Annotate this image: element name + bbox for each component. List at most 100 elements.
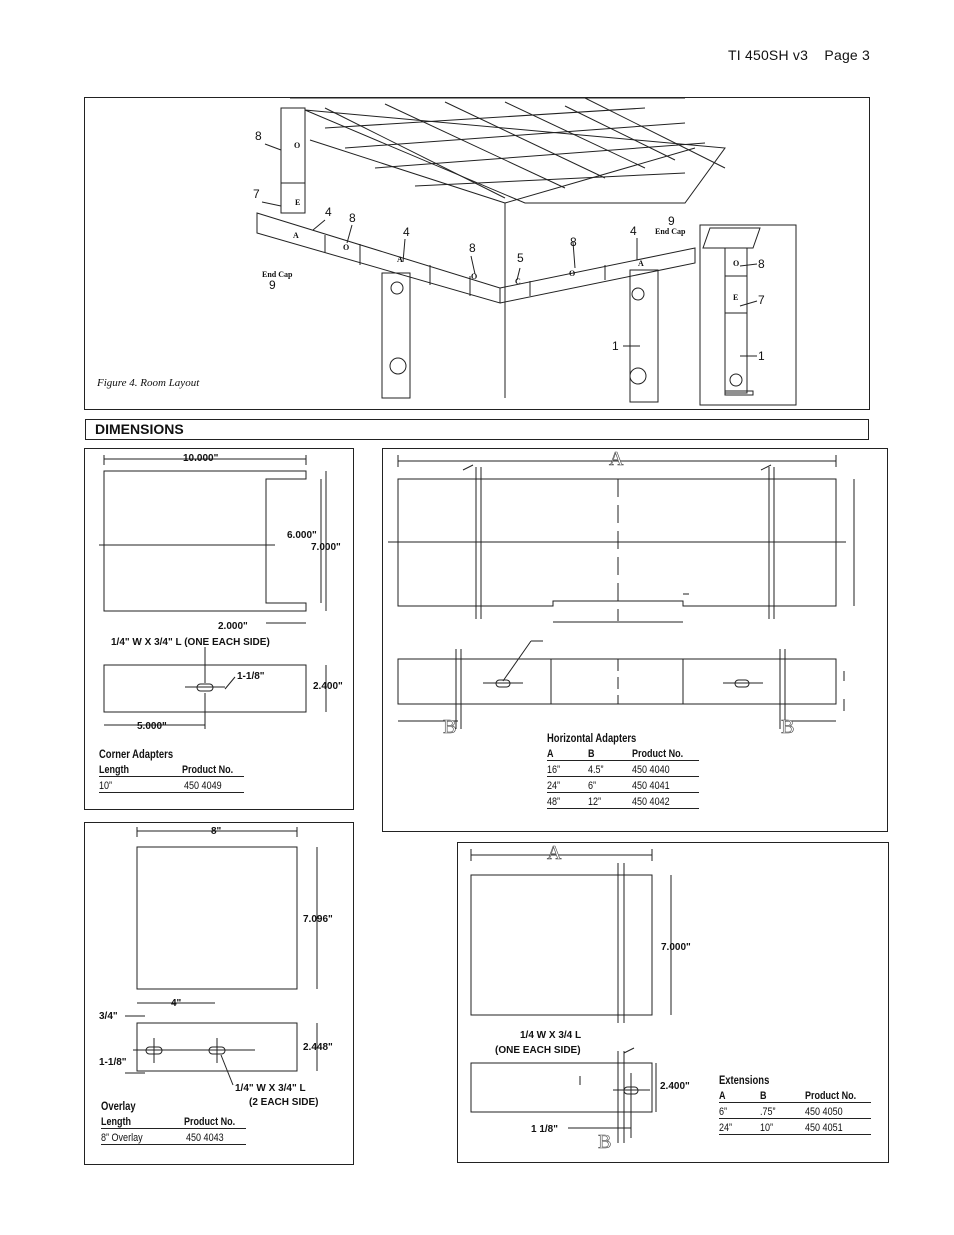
table-header: A B Product No. [547,745,699,761]
callout-8c: 8 [469,241,476,255]
overlay-panel: 8" 7.096" 4" 3/4" 1-1/8" 2.448" 1/4" W X… [84,822,354,1165]
letter-o-mid: O [471,272,477,281]
letter-o-right: O [569,269,575,278]
extension-drawing: A B 7.000" 1/4 W X 3/4 L (ONE EACH SIDE)… [470,843,691,1153]
header-product: Product No. [183,1116,235,1128]
letter-o-post: O [294,141,300,150]
horizontal-adapter-drawing: A B B [388,449,855,738]
header-product: Product No. [181,764,233,776]
callout-8b: 8 [349,211,356,225]
cell-b: 6” [588,780,597,792]
dim-corner-slot-position: 5.000" [137,721,167,732]
table-row: 10” 450 4049 [99,777,244,793]
page-number: Page 3 [824,47,870,63]
section-title: DIMENSIONS [85,419,869,440]
dim-extension-depth: 2.400" [660,1081,690,1092]
header-a: A [719,1090,726,1102]
cell-length: 10” [99,780,113,792]
cell-a: 24” [719,1122,733,1134]
cell-a: 48” [547,796,561,808]
cell-b: 4.5” [588,764,604,776]
header-a: A [547,748,554,760]
dim-extension-height: 7.000" [661,942,691,953]
table-row: 16” 4.5” 450 4040 [547,761,699,777]
table-row: 48” 12” 450 4042 [547,793,699,809]
cell-b: .75” [760,1106,776,1118]
dim-overlay-depth: 2.448" [303,1042,333,1053]
dim-corner-height: 7.000" [311,542,341,553]
letter-o-left: O [343,243,349,252]
extension-label-b: B [598,1131,611,1153]
callout-9b: 9 [269,278,276,292]
horizontal-adapter-panel: A B B Horizontal Adapters A B Product No… [382,448,888,832]
header-b: B [588,748,595,760]
room-layout-illustration: 8 7 4 8 4 8 5 8 4 9 9 1 8 7 1 O E A O A … [96,98,797,406]
cell-product: 450 4050 [805,1106,843,1118]
horizontal-adapters-table: Horizontal Adapters A B Product No. 16” … [547,733,699,809]
callout-4a: 4 [325,205,332,219]
overlay-drawing: 8" 7.096" 4" 3/4" 1-1/8" 2.448" 1/4" W X… [99,826,333,1108]
callout-4b: 4 [403,225,410,239]
letter-e-post: E [295,198,300,207]
dim-extension-slot-note-2: (ONE EACH SIDE) [495,1045,581,1056]
corner-adapter-panel: 10.000" 6.000" 7.000" 2.000" 1/4" W X 3/… [84,448,354,810]
header-length: Length [99,764,130,776]
end-cap-right: End Cap [655,227,686,236]
horizontal-label-b-left: B [443,716,456,738]
header-length: Length [101,1116,132,1128]
callout-5: 5 [517,251,524,265]
dim-corner-depth: 2.400" [313,681,343,692]
header-b: B [760,1090,767,1102]
callout-8a: 8 [255,129,262,143]
corner-adapter-drawing: 10.000" 6.000" 7.000" 2.000" 1/4" W X 3/… [99,453,343,732]
callout-7b: 7 [758,293,765,307]
table-row: 24” 10” 450 4051 [719,1119,871,1135]
end-cap-left: End Cap [262,270,293,279]
cell-b: 10” [760,1122,774,1134]
callout-9a: 9 [668,214,675,228]
dim-overlay-slot-note-2: (2 EACH SIDE) [249,1097,318,1108]
table-header: Length Product No. [99,761,244,777]
cell-a: 16” [547,764,561,776]
letter-a-mid: A [397,255,403,264]
dim-corner-slot-note: 1/4" W X 3/4" L (ONE EACH SIDE) [111,637,270,648]
callout-8d: 8 [570,235,577,249]
table-row: 8” Overlay 450 4043 [101,1129,246,1145]
cell-a: 24” [547,780,561,792]
dim-overlay-width: 8" [211,826,222,837]
dim-extension-slot-offset: 1 1/8" [531,1124,558,1135]
table-row: 24” 6” 450 4041 [547,777,699,793]
callout-4c: 4 [630,224,637,238]
dim-corner-width: 10.000" [183,453,219,464]
dim-overlay-slot-note-1: 1/4" W X 3/4" L [235,1083,306,1094]
callout-1a: 1 [612,339,619,353]
overlay-title: Overlay [101,1101,136,1113]
header-product: Product No. [805,1090,857,1102]
dim-extension-slot-note-1: 1/4 W X 3/4 L [520,1030,581,1041]
overlay-table: Overlay Length Product No. 8” Overlay 45… [101,1101,246,1145]
dim-overlay-height: 7.096" [303,914,333,925]
figure-caption: Figure 4. Room Layout [96,377,200,389]
dim-corner-lip: 2.000" [218,621,248,632]
header-product: Product No. [632,748,684,760]
table-row: 6” .75” 450 4050 [719,1103,871,1119]
page-header: TI 450SH v3 Page 3 [728,47,870,63]
table-header: Length Product No. [101,1113,246,1129]
figure-room-layout: 8 7 4 8 4 8 5 8 4 9 9 1 8 7 1 O E A O A … [84,97,870,410]
cell-product: 450 4043 [186,1132,224,1144]
letter-a-left: A [293,231,299,240]
cell-product: 450 4041 [632,780,670,792]
extensions-title: Extensions [719,1075,770,1087]
horizontal-label-b-right: B [781,716,794,738]
extensions-table: Extensions A B Product No. 6” .75” 450 4… [719,1075,871,1135]
cell-b: 12” [588,796,602,808]
cell-a: 6” [719,1106,728,1118]
dim-corner-slot-offset: 1-1/8" [237,671,265,682]
horizontal-adapters-title: Horizontal Adapters [547,733,637,745]
cell-product: 450 4051 [805,1122,843,1134]
horizontal-label-a: A [609,449,624,470]
table-header: A B Product No. [719,1087,871,1103]
dim-overlay-slot-edge: 3/4" [99,1011,118,1022]
extension-label-a: A [547,843,562,864]
letter-o-side: O [733,259,739,268]
